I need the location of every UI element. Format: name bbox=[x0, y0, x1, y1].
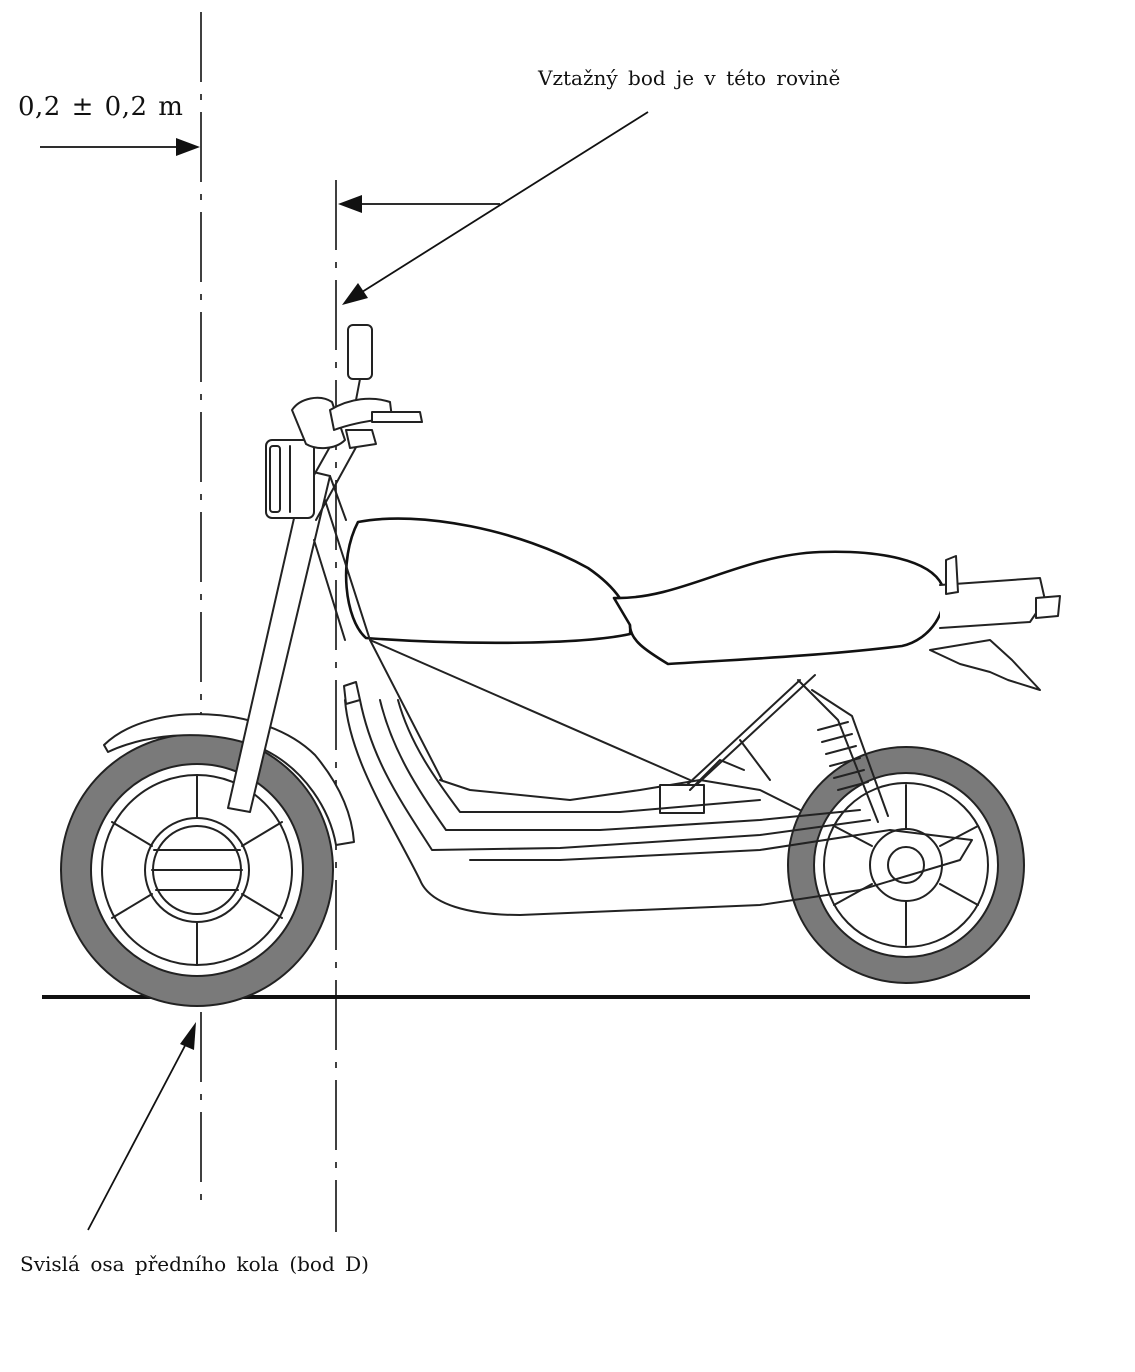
front-wheel bbox=[60, 733, 334, 1007]
front-axis-leader-arrow bbox=[87, 1022, 196, 1231]
exhaust-pipes bbox=[343, 681, 973, 916]
engine bbox=[439, 759, 801, 814]
motorcycle-illustration bbox=[60, 324, 1061, 1007]
seat bbox=[612, 550, 945, 666]
dimension-label: 0,2 ± 0,2 m bbox=[18, 92, 184, 122]
headlight bbox=[265, 439, 315, 519]
rear-wheel bbox=[787, 746, 1025, 984]
front-axis-label: Svislá osa předního kola (bod D) bbox=[20, 1252, 369, 1276]
reference-horizontal-arrow bbox=[338, 195, 500, 213]
handlebar bbox=[291, 396, 423, 450]
front-fender bbox=[103, 713, 355, 846]
dimension-arrow bbox=[40, 138, 200, 156]
rear-shock bbox=[797, 679, 889, 823]
reference-point-label: Vztažný bod je v této rovině bbox=[538, 66, 841, 90]
tail-section bbox=[929, 555, 1061, 691]
reference-leader-arrow bbox=[342, 111, 649, 305]
mirror bbox=[347, 324, 373, 401]
frame bbox=[313, 475, 816, 811]
fuel-tank bbox=[344, 517, 632, 645]
